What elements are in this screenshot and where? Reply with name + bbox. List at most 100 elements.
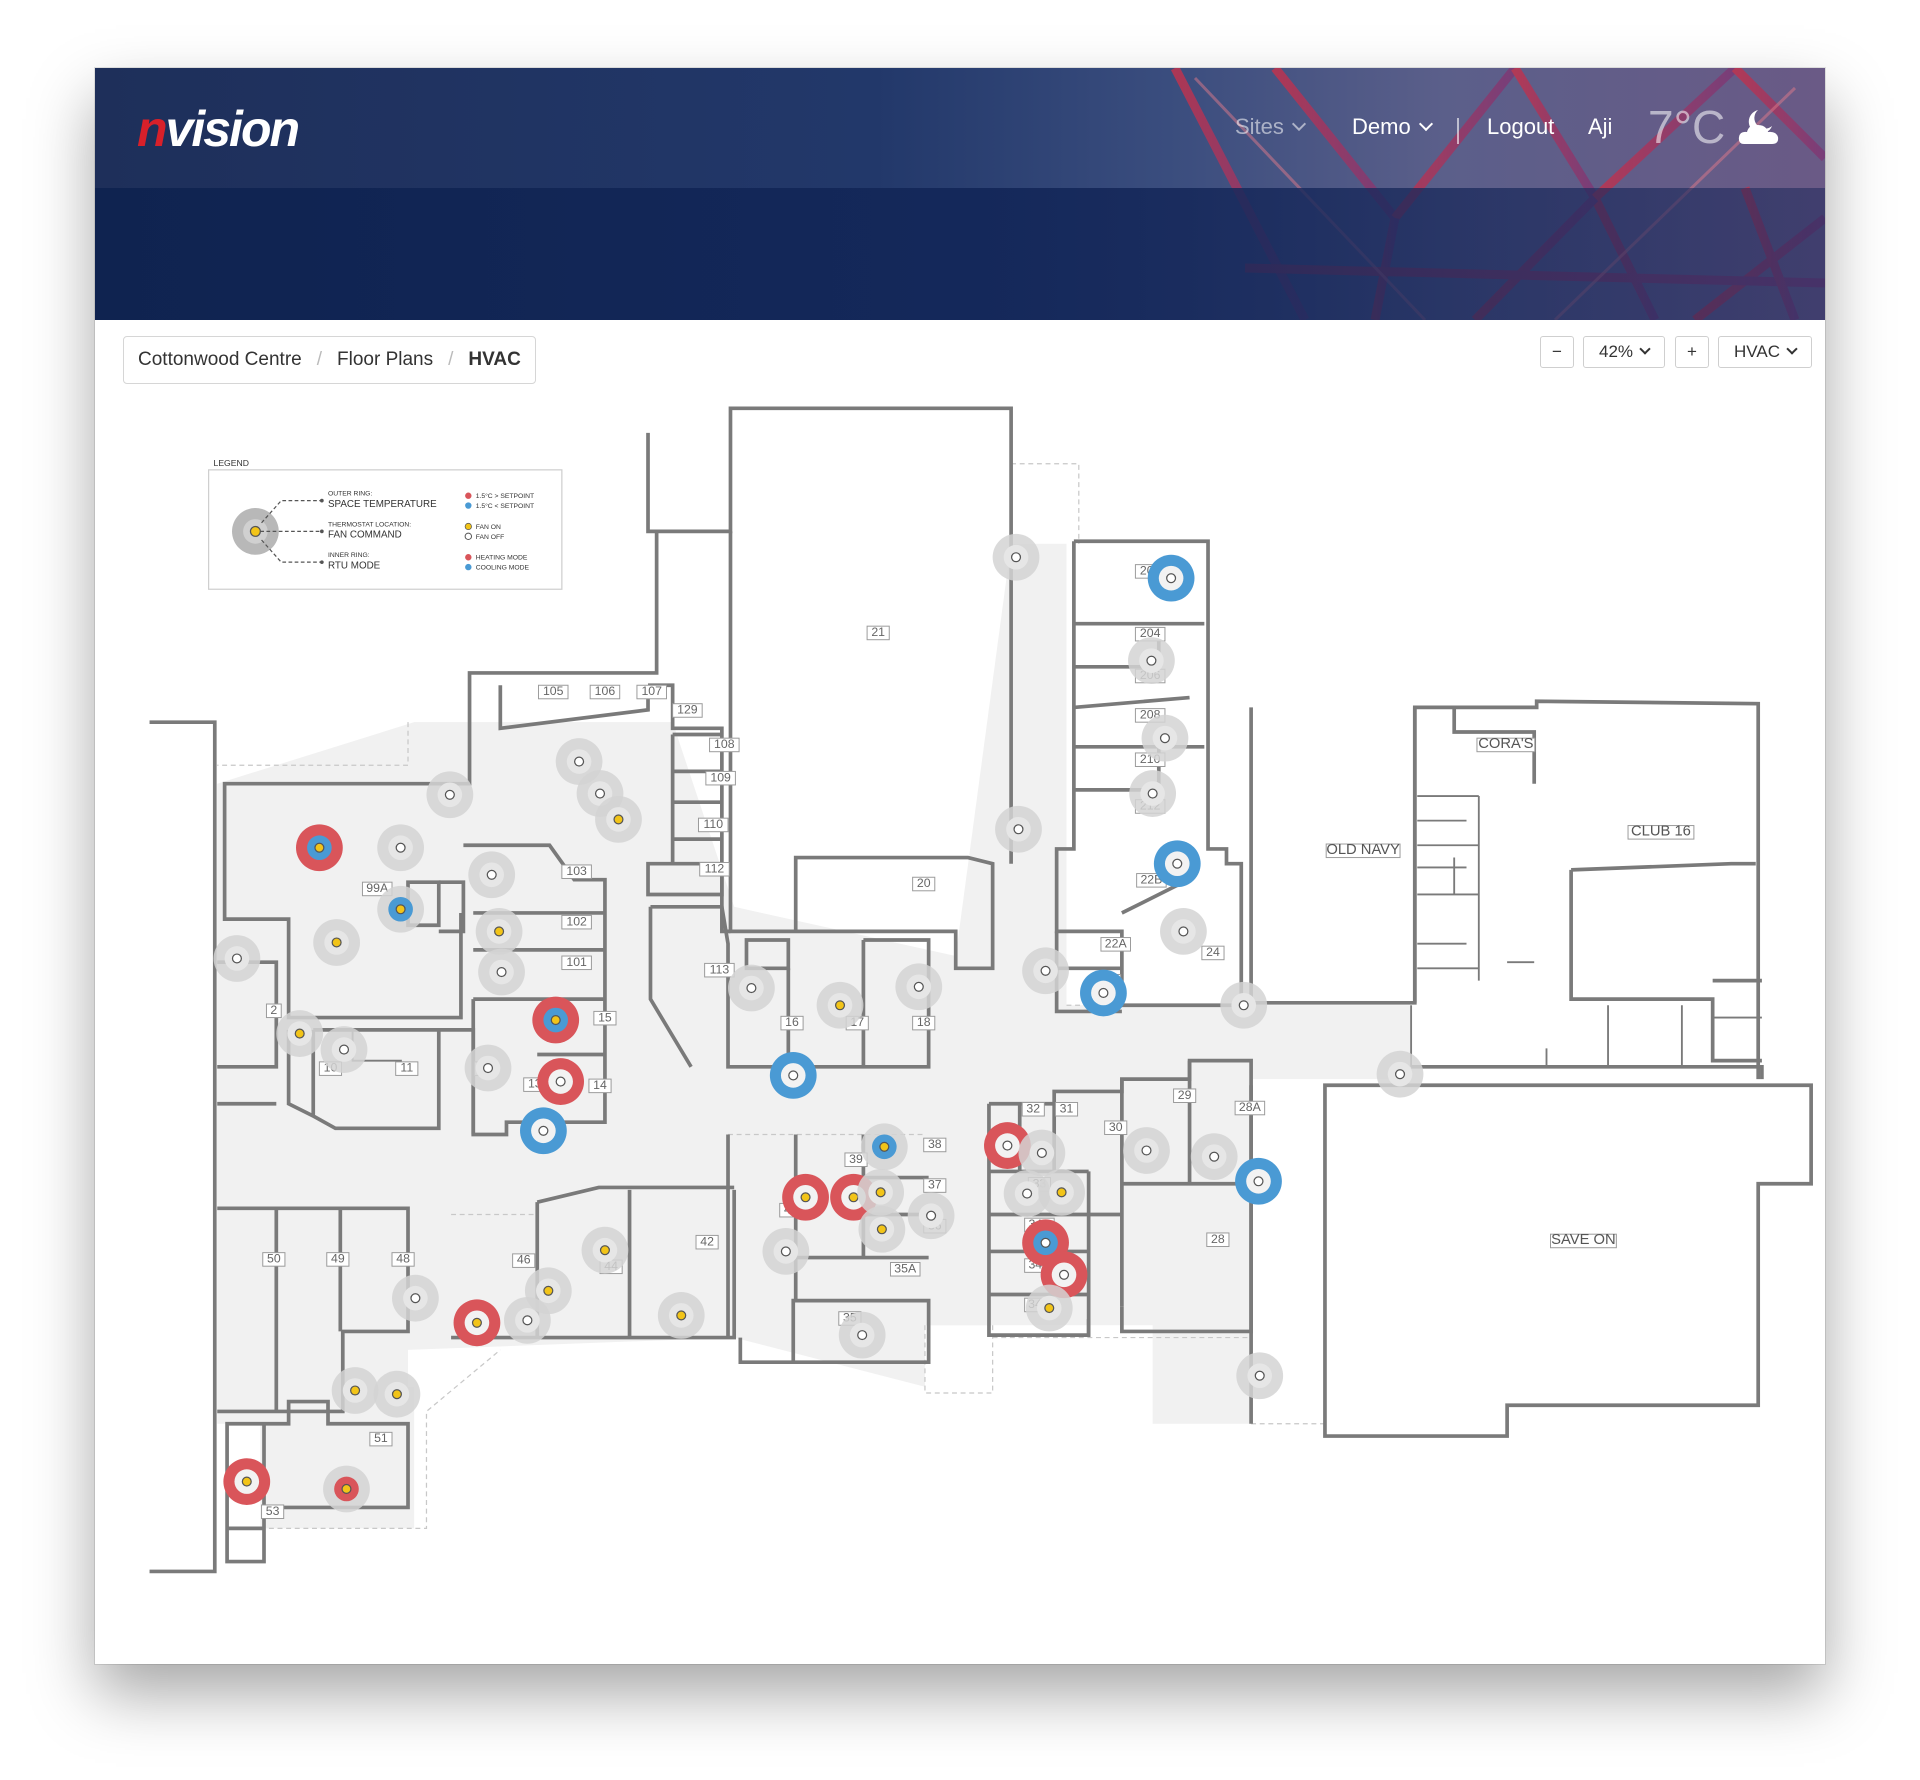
thermostat-marker[interactable] [581, 1226, 629, 1274]
thermostat-marker[interactable] [1022, 947, 1069, 995]
room-label[interactable]: 103 [566, 864, 587, 878]
thermostat-marker[interactable] [1123, 1127, 1170, 1174]
thermostat-marker[interactable] [373, 1370, 421, 1418]
breadcrumb-item-floor-plans[interactable]: Floor Plans [337, 349, 434, 370]
thermostat-marker[interactable] [1160, 908, 1207, 955]
thermostat-marker[interactable] [532, 996, 580, 1044]
thermostat-marker[interactable] [895, 963, 943, 1011]
room-label[interactable]: 32 [1026, 1101, 1040, 1115]
thermostat-marker[interactable] [537, 1058, 585, 1105]
thermostat-marker[interactable] [769, 1052, 817, 1099]
room-label[interactable]: 107 [641, 684, 662, 698]
room-label[interactable]: 48 [396, 1251, 410, 1265]
room-label[interactable]: 37 [928, 1178, 942, 1192]
thermostat-marker[interactable] [1220, 981, 1268, 1029]
thermostat-marker[interactable] [1003, 1170, 1051, 1217]
demo-menu[interactable]: Demo [1352, 114, 1433, 140]
thermostat-marker[interactable] [331, 1367, 379, 1414]
room-label[interactable]: OLD NAVY [1326, 842, 1400, 858]
thermostat-marker[interactable] [992, 533, 1040, 581]
room-label[interactable]: 53 [266, 1504, 280, 1518]
floor-plan[interactable]: 2110510610712910810911011299A10310210120… [95, 68, 1825, 1664]
thermostat-marker[interactable] [426, 771, 474, 819]
room-label[interactable]: 42 [700, 1234, 714, 1248]
thermostat-marker[interactable] [1147, 554, 1195, 602]
thermostat-marker[interactable] [816, 981, 864, 1029]
room-label[interactable]: 35A [894, 1261, 917, 1275]
room-label[interactable]: 14 [593, 1078, 607, 1092]
thermostat-marker[interactable] [313, 919, 361, 966]
layer-select[interactable]: HVAC [1718, 336, 1812, 368]
room-label[interactable]: 49 [331, 1251, 345, 1265]
thermostat-marker[interactable] [377, 824, 425, 872]
thermostat-marker[interactable] [860, 1123, 908, 1171]
room-label[interactable]: 39 [849, 1152, 863, 1166]
thermostat-marker[interactable] [468, 851, 516, 899]
room-label[interactable]: 20 [917, 876, 931, 890]
room-label[interactable]: 22A [1105, 936, 1128, 950]
room-label[interactable]: 129 [677, 703, 698, 717]
room-label[interactable]: SAVE ON [1551, 1232, 1615, 1248]
thermostat-marker[interactable] [475, 908, 523, 955]
thermostat-marker[interactable] [478, 948, 525, 996]
thermostat-marker[interactable] [276, 1010, 324, 1057]
thermostat-marker[interactable] [857, 1168, 905, 1216]
thermostat-marker[interactable] [1128, 637, 1175, 685]
room-label[interactable]: CLUB 16 [1631, 823, 1691, 839]
room-label[interactable]: 31 [1060, 1101, 1074, 1115]
thermostats[interactable] [213, 533, 1424, 1513]
thermostat-marker[interactable] [657, 1292, 705, 1339]
room-label[interactable]: 18 [917, 1015, 931, 1029]
room-label[interactable]: 46 [517, 1253, 531, 1267]
thermostat-marker[interactable] [1190, 1133, 1238, 1181]
room-label[interactable]: 110 [703, 817, 723, 831]
thermostat-marker[interactable] [1129, 770, 1177, 817]
thermostat-marker[interactable] [595, 796, 642, 843]
room-label[interactable]: 28 [1211, 1232, 1225, 1246]
room-label[interactable]: 51 [374, 1431, 388, 1445]
thermostat-marker[interactable] [1018, 1129, 1066, 1177]
room-label[interactable]: 109 [710, 770, 731, 784]
room-label[interactable]: 30 [1109, 1120, 1123, 1134]
room-label[interactable]: 15 [598, 1010, 612, 1024]
thermostat-marker[interactable] [504, 1296, 551, 1344]
room-label[interactable]: 105 [543, 684, 564, 698]
thermostat-marker[interactable] [1141, 714, 1189, 762]
room-label[interactable]: 112 [705, 861, 725, 875]
sites-menu[interactable]: Sites [1235, 114, 1306, 140]
nvision-logo[interactable]: nvision [137, 100, 300, 158]
thermostat-marker[interactable] [464, 1044, 512, 1092]
room-label[interactable]: 29 [1178, 1088, 1192, 1102]
room-label[interactable]: 2 [270, 1003, 277, 1017]
room-label[interactable]: 99A [366, 881, 389, 895]
thermostat-marker[interactable] [1153, 840, 1201, 888]
thermostat-marker[interactable] [520, 1107, 567, 1155]
room-label[interactable]: 204 [1140, 626, 1161, 640]
thermostat-marker[interactable] [213, 935, 261, 982]
room-label[interactable]: 101 [566, 955, 587, 969]
thermostat-marker[interactable] [782, 1173, 829, 1221]
room-label[interactable]: 22B [1140, 872, 1162, 886]
zoom-select[interactable]: 42% [1583, 336, 1665, 368]
thermostat-marker[interactable] [392, 1274, 439, 1322]
room-label[interactable]: 11 [400, 1061, 413, 1075]
thermostat-marker[interactable] [858, 1205, 906, 1253]
zoom-in-button[interactable]: + [1675, 336, 1709, 368]
room-label[interactable]: 50 [267, 1251, 281, 1265]
thermostat-marker[interactable] [296, 824, 343, 872]
thermostat-marker[interactable] [320, 1026, 368, 1073]
room-label[interactable]: 38 [928, 1137, 942, 1151]
thermostat-marker[interactable] [1235, 1157, 1282, 1205]
room-label[interactable]: 24 [1206, 945, 1220, 959]
thermostat-marker[interactable] [453, 1299, 501, 1347]
room-label[interactable]: CORA'S [1478, 736, 1533, 752]
thermostat-marker[interactable] [728, 964, 775, 1012]
thermostat-marker[interactable] [762, 1228, 810, 1275]
thermostat-marker[interactable] [1038, 1168, 1085, 1216]
room-label[interactable]: 102 [566, 914, 587, 928]
thermostat-marker[interactable] [907, 1192, 955, 1240]
room-label[interactable]: 108 [714, 737, 735, 751]
thermostat-marker[interactable] [323, 1465, 370, 1513]
zoom-out-button[interactable]: − [1540, 336, 1574, 368]
user-name[interactable]: Aji [1588, 114, 1613, 139]
